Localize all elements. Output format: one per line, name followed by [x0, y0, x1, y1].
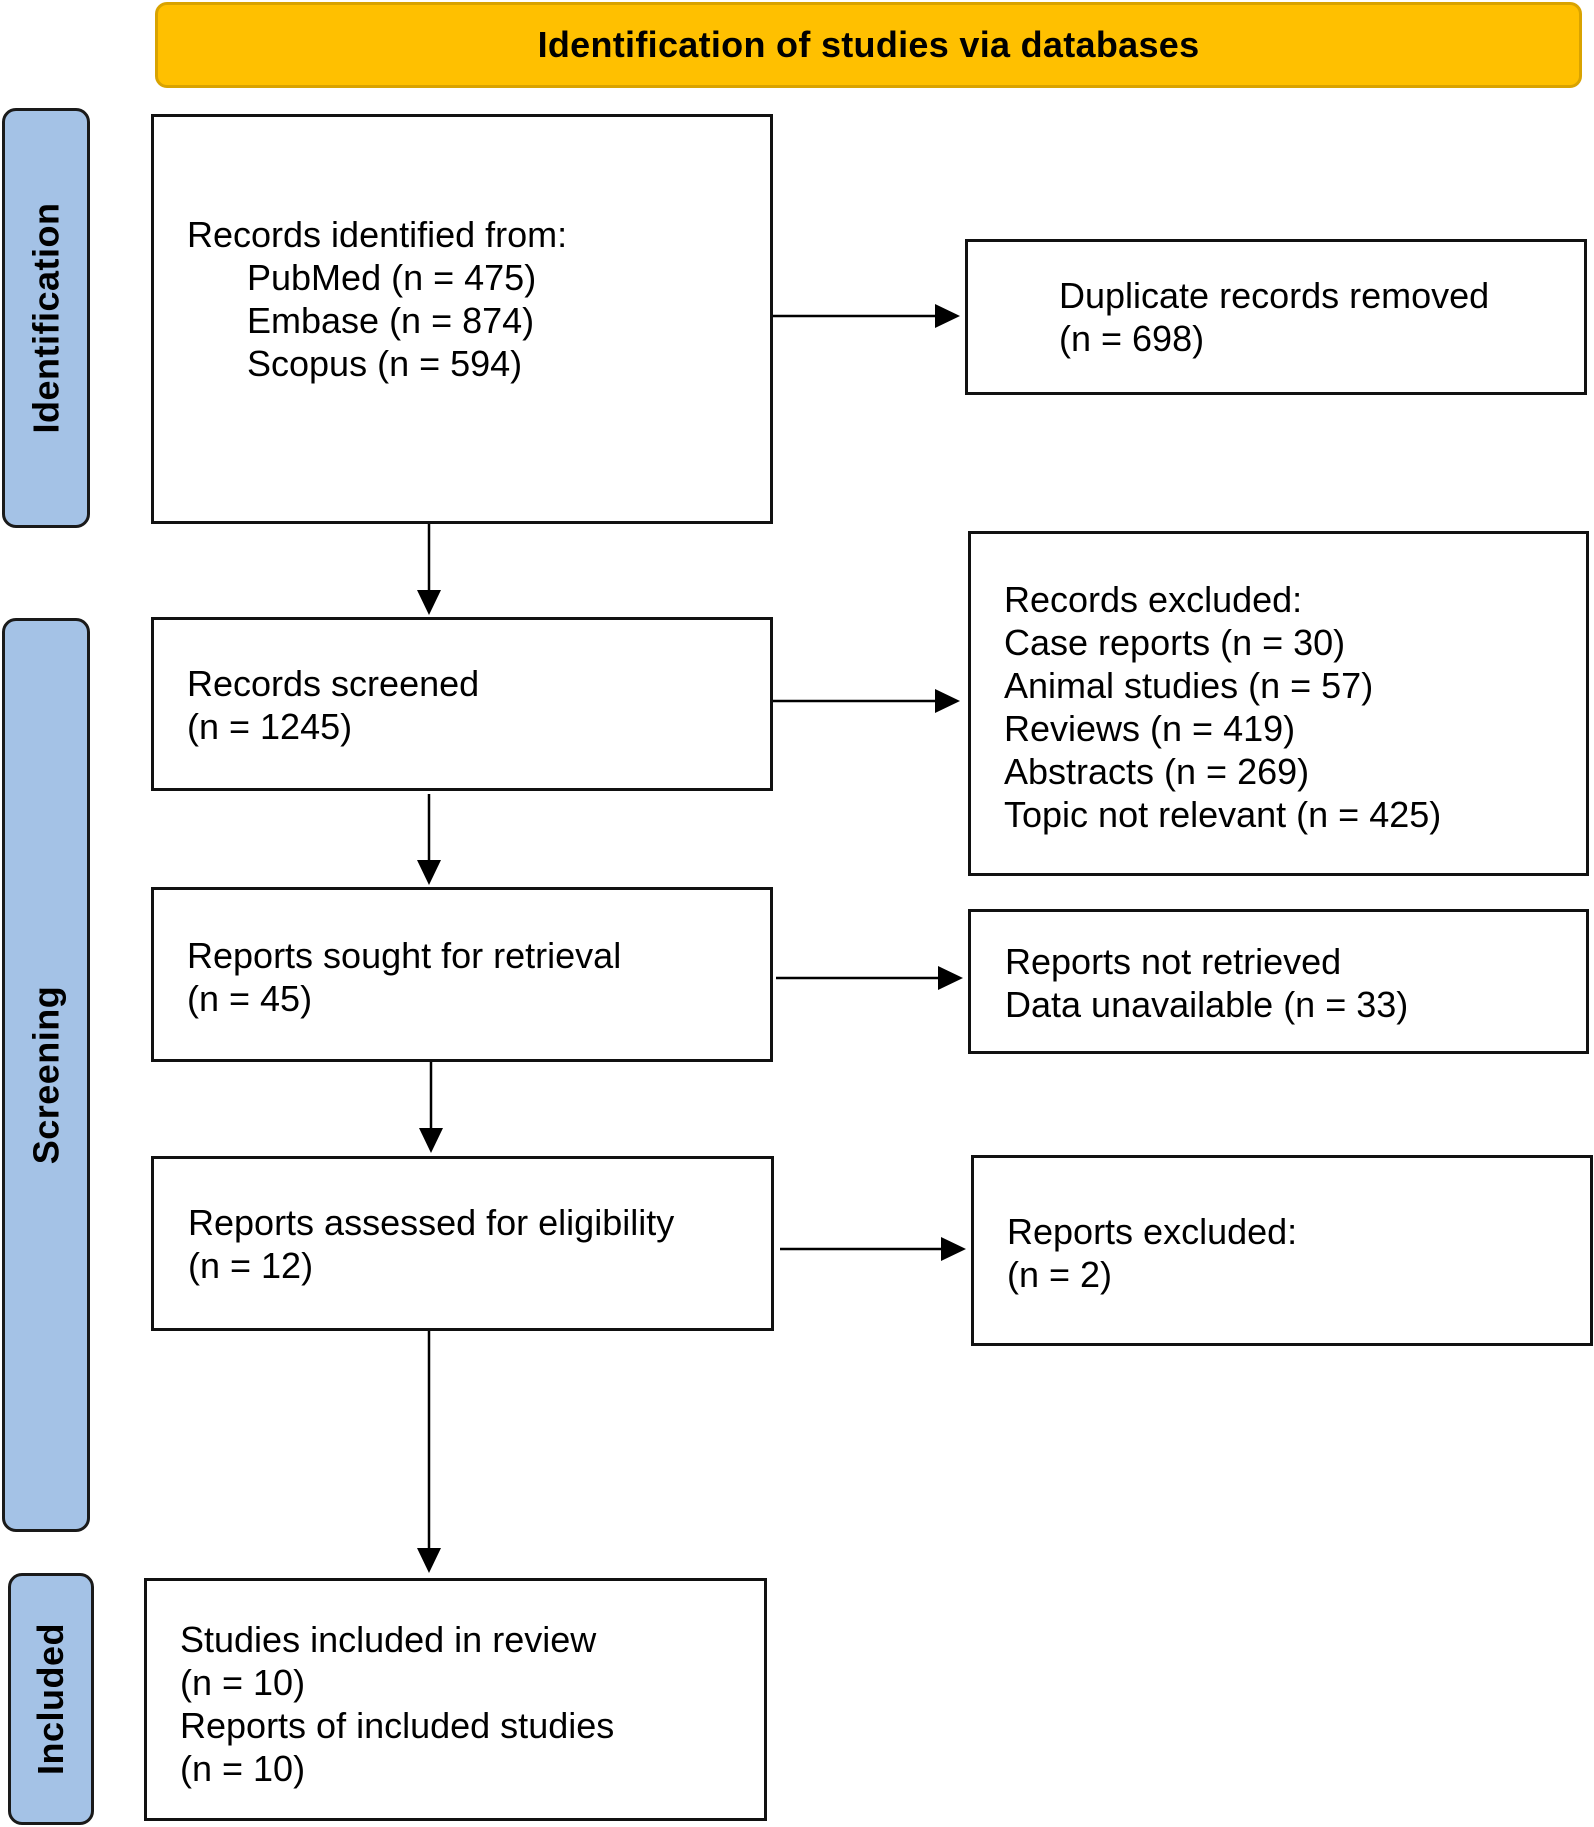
phase-included: Included: [8, 1573, 94, 1825]
arrowhead-to-records-excluded: [935, 689, 960, 713]
excluded-topic-not-relevant: Topic not relevant (n = 425): [1004, 794, 1442, 835]
studies-included-line-4: (n = 10): [180, 1748, 306, 1789]
reports-sought-box: Reports sought for retrieval (n = 45): [151, 887, 773, 1062]
studies-included-box: Studies included in review (n = 10) Repo…: [144, 1578, 767, 1821]
arrowhead-assessed-to-included: [417, 1548, 441, 1573]
arrowhead-screened-to-sought: [417, 860, 441, 885]
records-screened-box: Records screened (n = 1245): [151, 617, 773, 791]
arrowhead-to-duplicates: [935, 304, 960, 328]
studies-included-line-2: (n = 10): [180, 1662, 306, 1703]
studies-included-line-3: Reports of included studies: [180, 1705, 615, 1746]
duplicates-removed-line-1: Duplicate records removed: [1059, 275, 1490, 316]
records-excluded-heading: Records excluded:: [1004, 579, 1303, 620]
duplicates-removed-box: Duplicate records removed (n = 698): [965, 239, 1587, 395]
reports-assessed-line-2: (n = 12): [188, 1245, 314, 1286]
source-embase: Embase (n = 874): [247, 300, 535, 341]
arrowhead-to-not-retrieved: [938, 966, 963, 990]
records-identified-heading: Records identified from:: [187, 214, 568, 255]
reports-assessed-line-1: Reports assessed for eligibility: [188, 1202, 675, 1243]
reports-sought-line-1: Reports sought for retrieval: [187, 935, 622, 976]
excluded-abstracts: Abstracts (n = 269): [1004, 751, 1310, 792]
arrowhead-to-reports-excluded: [941, 1237, 966, 1261]
records-screened-line-2: (n = 1245): [187, 706, 353, 747]
excluded-case-reports: Case reports (n = 30): [1004, 622, 1346, 663]
reports-not-retrieved-line-1: Reports not retrieved: [1005, 941, 1342, 982]
source-pubmed: PubMed (n = 475): [247, 257, 537, 298]
reports-excluded-box: Reports excluded: (n = 2): [971, 1155, 1593, 1346]
reports-sought-line-2: (n = 45): [187, 978, 313, 1019]
reports-excluded-line-2: (n = 2): [1007, 1254, 1113, 1295]
phase-screening: Screening: [2, 618, 90, 1532]
reports-not-retrieved-line-2: Data unavailable (n = 33): [1005, 984, 1409, 1025]
diagram-title: Identification of studies via databases: [155, 2, 1582, 88]
records-excluded-box: Records excluded: Case reports (n = 30) …: [968, 531, 1589, 876]
reports-assessed-box: Reports assessed for eligibility (n = 12…: [151, 1156, 774, 1331]
excluded-animal-studies: Animal studies (n = 57): [1004, 665, 1374, 706]
source-scopus: Scopus (n = 594): [247, 343, 523, 384]
arrowhead-sought-to-assessed: [419, 1128, 443, 1153]
arrowhead-identified-to-screened: [417, 590, 441, 615]
reports-not-retrieved-box: Reports not retrieved Data unavailable (…: [968, 909, 1589, 1054]
excluded-reviews: Reviews (n = 419): [1004, 708, 1296, 749]
phase-identification: Identification: [2, 108, 90, 528]
reports-excluded-line-1: Reports excluded:: [1007, 1211, 1298, 1252]
duplicates-removed-line-2: (n = 698): [1059, 318, 1205, 359]
records-identified-box: Records identified from: PubMed (n = 475…: [151, 114, 773, 524]
studies-included-line-1: Studies included in review: [180, 1619, 597, 1660]
records-screened-line-1: Records screened: [187, 663, 480, 704]
